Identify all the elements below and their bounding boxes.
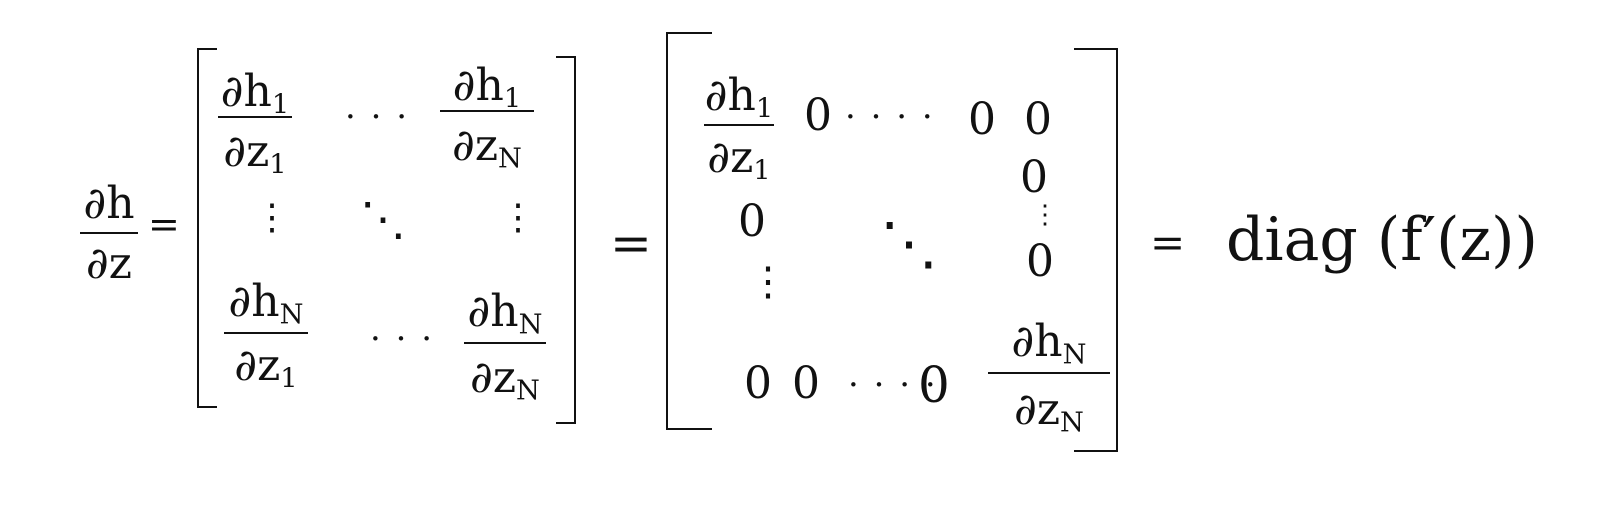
entry-numerator: ∂hN — [1011, 316, 1087, 371]
matrix-b-vdots-right: ⋮ — [1032, 200, 1058, 230]
lhs-fraction: ∂h ∂z — [80, 178, 138, 288]
entry-fraction-bar — [440, 110, 534, 112]
entry-denominator: ∂zN — [470, 352, 540, 407]
matrix-b-zero: 0 — [1020, 152, 1048, 203]
entry-fraction-bar — [224, 332, 308, 334]
matrix-b-entry-top-left: ∂h1 ∂z1 — [704, 70, 774, 185]
entry-numerator: ∂hN — [467, 286, 543, 341]
lhs-numerator: ∂h — [83, 178, 135, 229]
matrix-b-hdots-top: · · · · — [845, 97, 935, 137]
diag-expression: diag (f′(z)) — [1226, 205, 1538, 275]
entry-denominator: ∂z1 — [707, 132, 771, 187]
entry-denominator: ∂z1 — [234, 340, 298, 395]
matrix-a-ddots: ⋱ — [360, 192, 406, 246]
matrix-b-left-bracket — [666, 32, 712, 430]
matrix-a-vdots-left: ⋮ — [254, 197, 290, 238]
matrix-b-right-bracket — [1074, 48, 1118, 452]
matrix-b-zero: 0 — [804, 90, 832, 141]
matrix-b-hdots-bottom: · · · · — [848, 365, 938, 405]
matrix-a-entry-n-n: ∂hN ∂zN — [464, 286, 546, 407]
matrix-b-zero: 0 — [744, 358, 772, 409]
entry-fraction-bar — [704, 124, 774, 126]
entry-numerator: ∂h1 — [220, 66, 290, 121]
entry-numerator: ∂hN — [228, 276, 304, 331]
entry-denominator: ∂zN — [452, 120, 522, 175]
lhs-fraction-bar — [80, 232, 138, 234]
matrix-b-vdots-left: ⋮ — [748, 259, 788, 305]
entry-fraction-bar — [218, 116, 292, 118]
entry-denominator: ∂z1 — [223, 126, 287, 181]
equals-sign-1: = — [148, 202, 180, 246]
matrix-b-zero: 0 — [1024, 94, 1052, 145]
lhs-denominator: ∂z — [86, 238, 132, 289]
matrix-a-entry-1-n: ∂h1 ∂zN — [440, 60, 534, 175]
matrix-b-entry-bottom-right: ∂hN ∂zN — [988, 316, 1110, 439]
matrix-b-zero: 0 — [968, 94, 996, 145]
entry-denominator: ∂zN — [1014, 384, 1084, 439]
matrix-a-right-bracket — [556, 56, 576, 424]
matrix-a-entry-n-1: ∂hN ∂z1 — [224, 276, 308, 395]
matrix-a-entry-1-1: ∂h1 ∂z1 — [218, 66, 292, 181]
matrix-a-vdots-right: ⋮ — [500, 197, 536, 238]
matrix-b-zero: 0 — [792, 358, 820, 409]
equals-sign-3: = — [1150, 218, 1186, 267]
matrix-b-zero: 0 — [1026, 236, 1054, 287]
equals-sign-2: = — [610, 214, 652, 272]
matrix-a-hdots-top: · · · — [345, 97, 410, 137]
matrix-b-ddots: ⋱ — [880, 209, 938, 277]
matrix-b-zero: 0 — [918, 356, 950, 414]
entry-fraction-bar — [464, 342, 546, 344]
matrix-a-left-bracket — [197, 48, 217, 408]
entry-numerator: ∂h1 — [452, 60, 522, 115]
entry-fraction-bar — [988, 372, 1110, 374]
matrix-a-hdots-bottom: · · · — [370, 319, 435, 359]
entry-numerator: ∂h1 — [704, 70, 774, 125]
matrix-b-zero: 0 — [738, 196, 766, 247]
